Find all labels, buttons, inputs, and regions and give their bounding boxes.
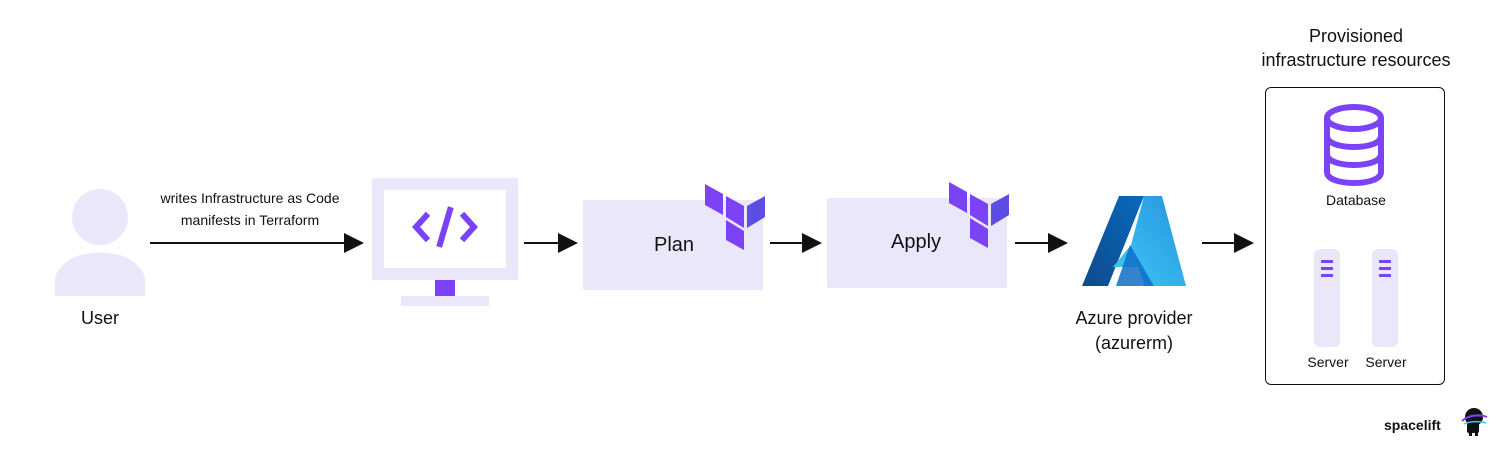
database-label: Database: [1326, 192, 1386, 208]
server-line: [1321, 267, 1333, 270]
resources-title-line-1: Provisioned: [1308, 26, 1404, 46]
database-icon: [1324, 104, 1384, 186]
user-action-text: writes Infrastructure as Code manifests …: [140, 187, 360, 231]
resources-box: Database Server Server: [1265, 87, 1445, 385]
spacelift-logo-icon: [1461, 408, 1488, 436]
terraform-logo-icon: [705, 184, 765, 250]
resources-title: Provisioned infrastructure resources: [1240, 24, 1472, 72]
server-line: [1321, 260, 1333, 263]
server-icon: [1314, 249, 1340, 347]
server-line: [1379, 267, 1391, 270]
azure-logo-icon: [1082, 196, 1186, 286]
server-line: [1379, 260, 1391, 263]
terraform-logo-icon: [949, 182, 1009, 248]
server-label-1: Server: [1307, 354, 1349, 370]
provider-line-1: Azure provider: [1075, 308, 1193, 328]
code-icon: [412, 206, 478, 248]
user-label: User: [80, 308, 119, 328]
spacelift-brand-text: spacelift: [1384, 417, 1441, 433]
server-line: [1379, 274, 1391, 277]
monitor-base: [401, 296, 489, 306]
monitor-neck: [435, 280, 455, 296]
user-action-line-2: manifests in Terraform: [180, 212, 320, 228]
plan-label: Plan: [654, 234, 695, 256]
editor-monitor: [372, 178, 518, 310]
server-line: [1321, 274, 1333, 277]
user-icon: [55, 189, 145, 296]
server-icon: [1372, 249, 1398, 347]
provider-label: Azure provider (azurerm): [1060, 306, 1208, 356]
user-action-line-1: writes Infrastructure as Code: [160, 190, 340, 206]
apply-label: Apply: [891, 231, 942, 253]
resources-title-line-2: infrastructure resources: [1261, 50, 1451, 70]
server-label-2: Server: [1365, 354, 1407, 370]
provider-line-2: (azurerm): [1094, 333, 1173, 353]
